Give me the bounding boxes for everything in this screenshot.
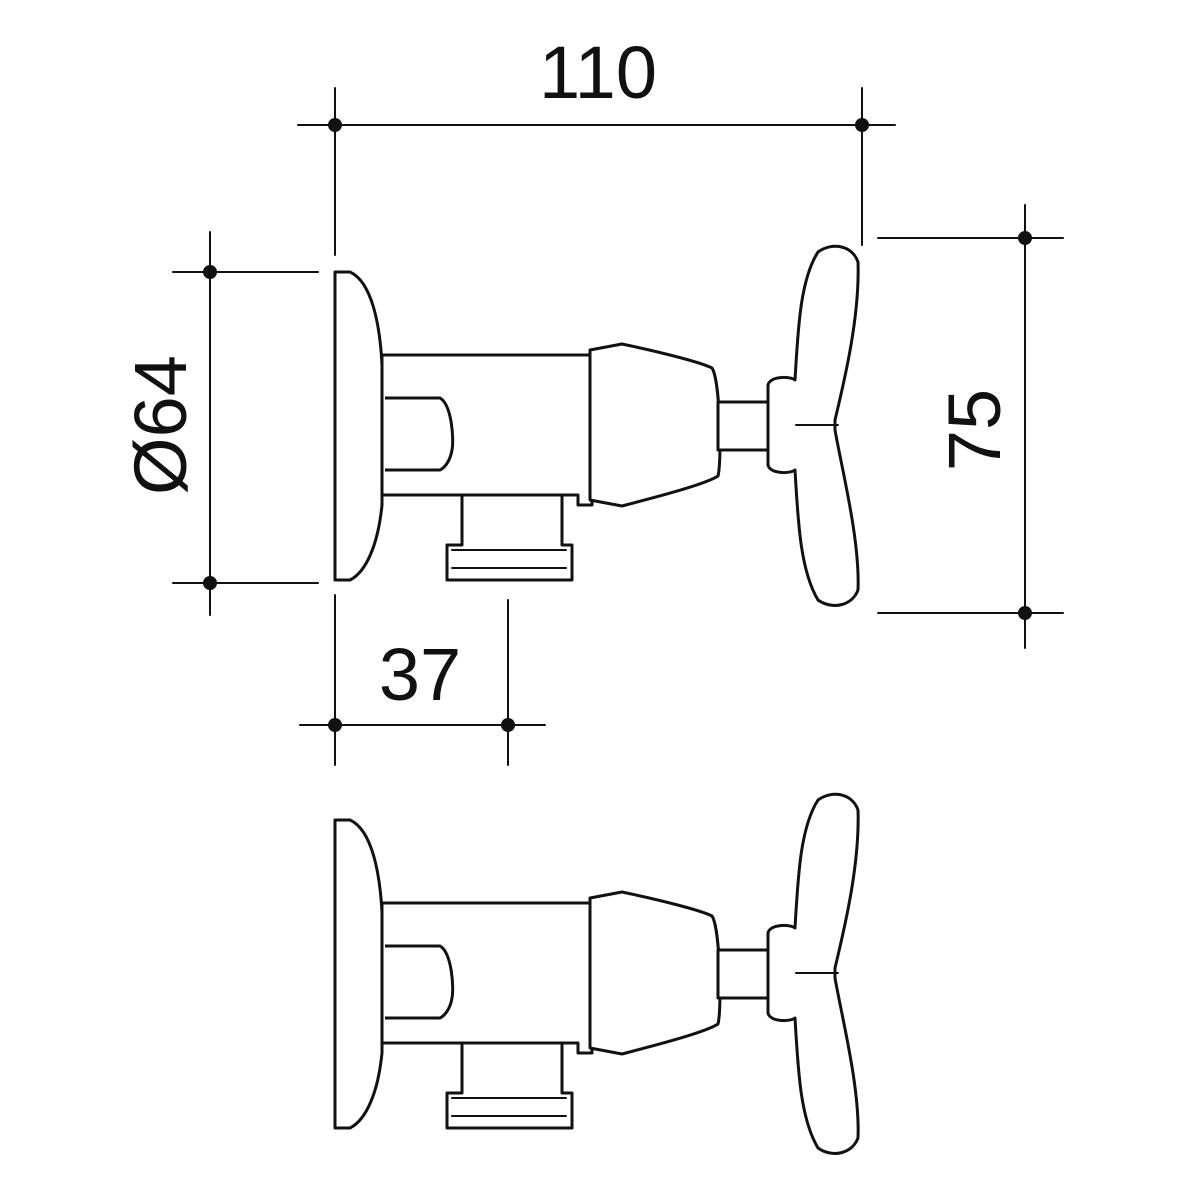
dimension-dot — [328, 118, 342, 132]
dimension-75: 75 — [877, 204, 1064, 649]
dimension-dot — [501, 718, 515, 732]
dimension-label-110: 110 — [539, 31, 657, 114]
dimension-110: 110 — [297, 31, 896, 256]
valve-top-view — [333, 244, 860, 607]
valve-bottom-view — [333, 792, 860, 1155]
dimension-dot — [203, 576, 217, 590]
dimension-label-75: 75 — [933, 389, 1016, 471]
dimension-label-37: 37 — [379, 633, 461, 716]
dimension-dot — [855, 118, 869, 132]
dimension-64: Ø64 — [119, 231, 319, 616]
dimension-37: 37 — [299, 594, 546, 766]
dimension-dot — [328, 718, 342, 732]
dimension-label-64: Ø64 — [119, 355, 202, 495]
dimension-dot — [1018, 231, 1032, 245]
dimension-dot — [1018, 606, 1032, 620]
dimension-dot — [203, 265, 217, 279]
